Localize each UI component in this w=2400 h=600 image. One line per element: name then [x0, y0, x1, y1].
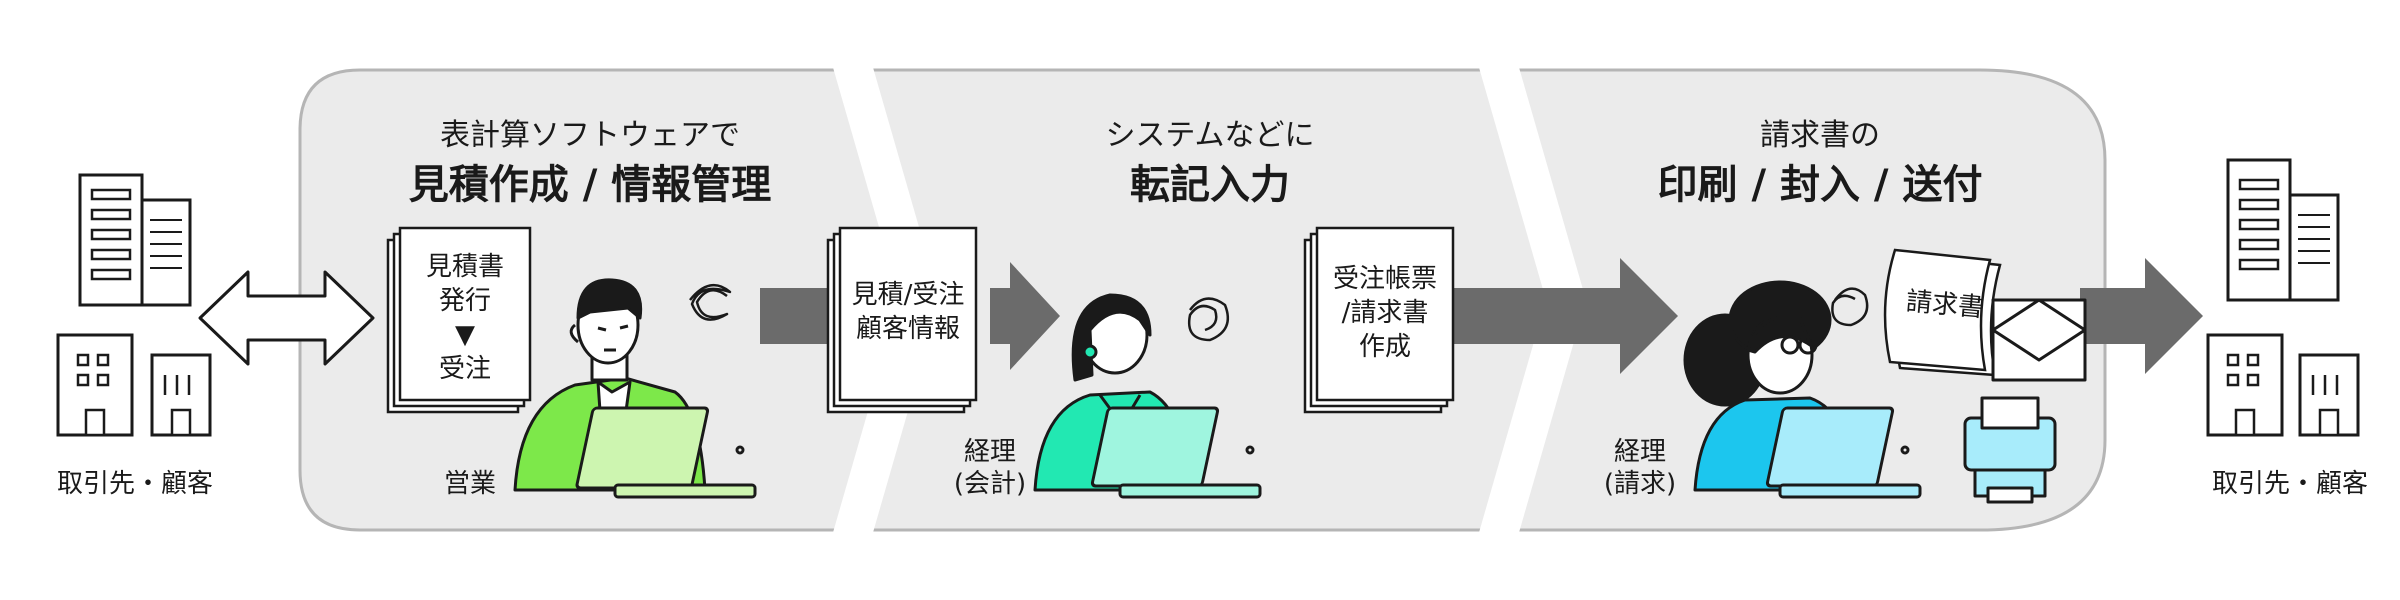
flow-arrow-4: [2080, 258, 2203, 374]
stage2-title: 転記入力: [1130, 162, 1290, 208]
left-client-building-icon: [56, 173, 212, 437]
stage2-doc-line: 顧客情報: [855, 314, 960, 344]
stage3-person-label: 経理 (請求): [1590, 436, 1690, 500]
right-client-building-icon: [2206, 158, 2360, 437]
stage3-person-line: 経理: [1613, 437, 1666, 467]
flow-arrows: [760, 258, 2203, 374]
stage3-doc-line: 受注帳票: [1332, 264, 1437, 294]
stage1-document-stack: [386, 226, 532, 414]
stage1-doc-line: 見積書: [425, 252, 504, 282]
stage2-person-line: (会計): [953, 469, 1027, 499]
printer-icon: [1963, 396, 2057, 504]
sales-person-illustration: [513, 278, 757, 499]
flow-arrow-1: [760, 288, 830, 344]
stage1-document-text: 見積書 発行 ▼ 受注: [400, 250, 530, 386]
stage3-document-stack: [1303, 226, 1455, 414]
stage1-doc-line: ▼: [455, 320, 475, 350]
left-client-label: 取引先・顧客: [56, 469, 213, 499]
stage3-doc-line: /請求書: [1341, 298, 1429, 328]
stage3-person-line: (請求): [1603, 469, 1677, 499]
stage1-doc-line: 受注: [438, 354, 491, 384]
billing-person-illustration: [1683, 280, 1922, 499]
bidirectional-arrow-icon: [198, 270, 375, 366]
envelope-icon: [1991, 298, 2087, 382]
stage3-title: 印刷 / 封入 / 送付: [1657, 162, 1983, 208]
flow-arrow-3: [1440, 258, 1678, 374]
invoice-sheets-icon: [1883, 248, 2002, 377]
stage1-person-label: 営業: [443, 469, 496, 499]
stage3-document-text: 受注帳票 /請求書 作成: [1317, 262, 1453, 364]
stage2-person-line: 経理: [963, 437, 1016, 467]
stage2-subtitle: システムなどに: [1105, 118, 1315, 153]
stage1-doc-line: 発行: [438, 286, 491, 316]
flow-arrow-2: [990, 262, 1060, 370]
stage3-doc-line: 作成: [1358, 332, 1411, 362]
stage2-doc-line: 見積/受注: [851, 280, 965, 310]
stage1-subtitle: 表計算ソフトウェアで: [440, 118, 740, 153]
stage2-person-label: 経理 (会計): [940, 436, 1040, 500]
right-client-label: 取引先・顧客: [2211, 469, 2368, 499]
stage1-title: 見積作成 / 情報管理: [408, 162, 772, 208]
stage3-subtitle: 請求書の: [1760, 118, 1880, 153]
stage2-document-stack: [826, 226, 978, 414]
stage2-document-text: 見積/受注 顧客情報: [840, 278, 976, 346]
accounting-person-illustration: [1033, 293, 1262, 499]
